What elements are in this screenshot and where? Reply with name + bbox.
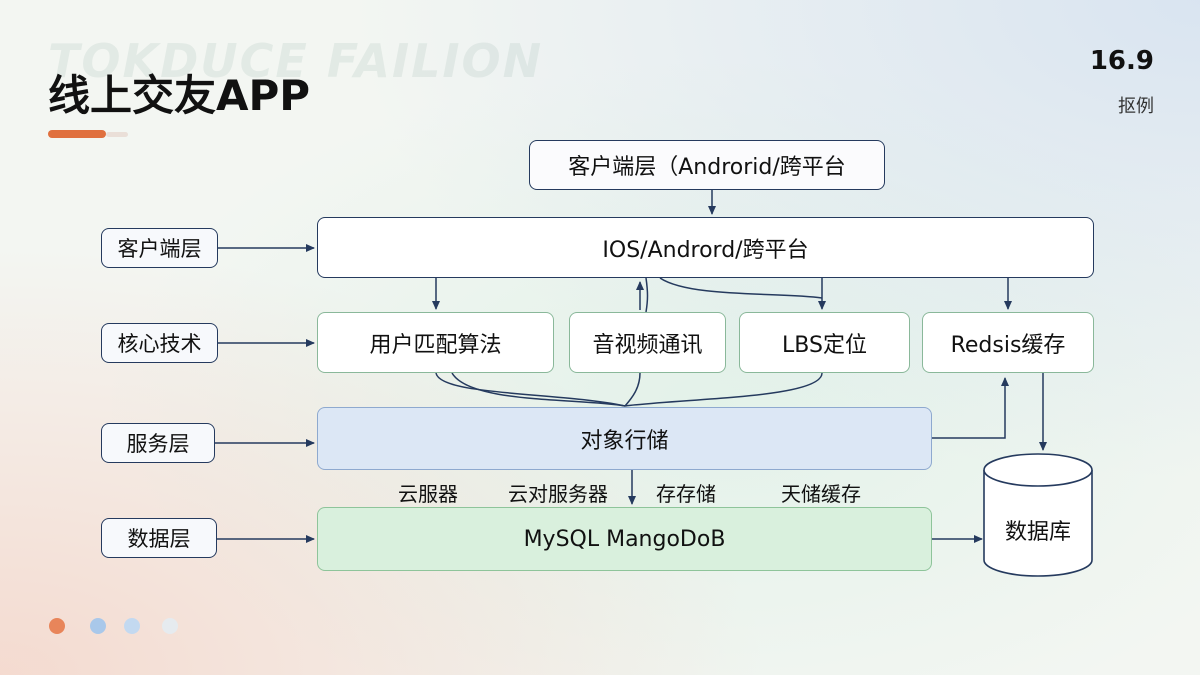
service-sublabel-3: 存存储	[656, 482, 716, 506]
background-watermark: TOKDUCE FAILION	[48, 34, 544, 88]
service-sublabel-2: 云对服务器	[508, 482, 608, 506]
pager-dot-active[interactable]	[49, 618, 65, 634]
tech-box-matching: 用户匹配算法	[317, 312, 554, 373]
pager-dot[interactable]	[162, 618, 178, 634]
layer-label-core-tech: 核心技术	[101, 323, 218, 363]
layer-label-data: 数据层	[101, 518, 217, 558]
tech-box-lbs: LBS定位	[739, 312, 910, 373]
service-box: 对象行储	[317, 407, 932, 470]
pager-dot[interactable]	[124, 618, 140, 634]
layer-label-service: 服务层	[101, 423, 215, 463]
tech-box-av-comm: 音视频通讯	[569, 312, 726, 373]
tech-box-redis: Redsis缓存	[922, 312, 1094, 373]
client-platform-box: IOS/Andrord/跨平台	[317, 217, 1094, 278]
client-layer-top-box: 客户端层（Androrid/跨平台	[529, 140, 885, 190]
page-title: 线上交友APP	[48, 71, 311, 120]
title-accent-bar	[48, 130, 106, 138]
slide-subtitle: 抠例	[1118, 96, 1154, 117]
service-sublabel-1: 云服器	[398, 482, 458, 506]
data-layer-box: MySQL MangoDoB	[317, 507, 932, 571]
layer-label-client: 客户端层	[101, 228, 218, 268]
title-accent-bar-tail	[106, 132, 128, 137]
database-label: 数据库	[1004, 520, 1071, 545]
service-sublabel-4: 天储缓存	[781, 482, 861, 506]
slide-number: 16.9	[1089, 46, 1154, 76]
pager-dot[interactable]	[90, 618, 106, 634]
database-cylinder-icon	[983, 453, 1093, 577]
